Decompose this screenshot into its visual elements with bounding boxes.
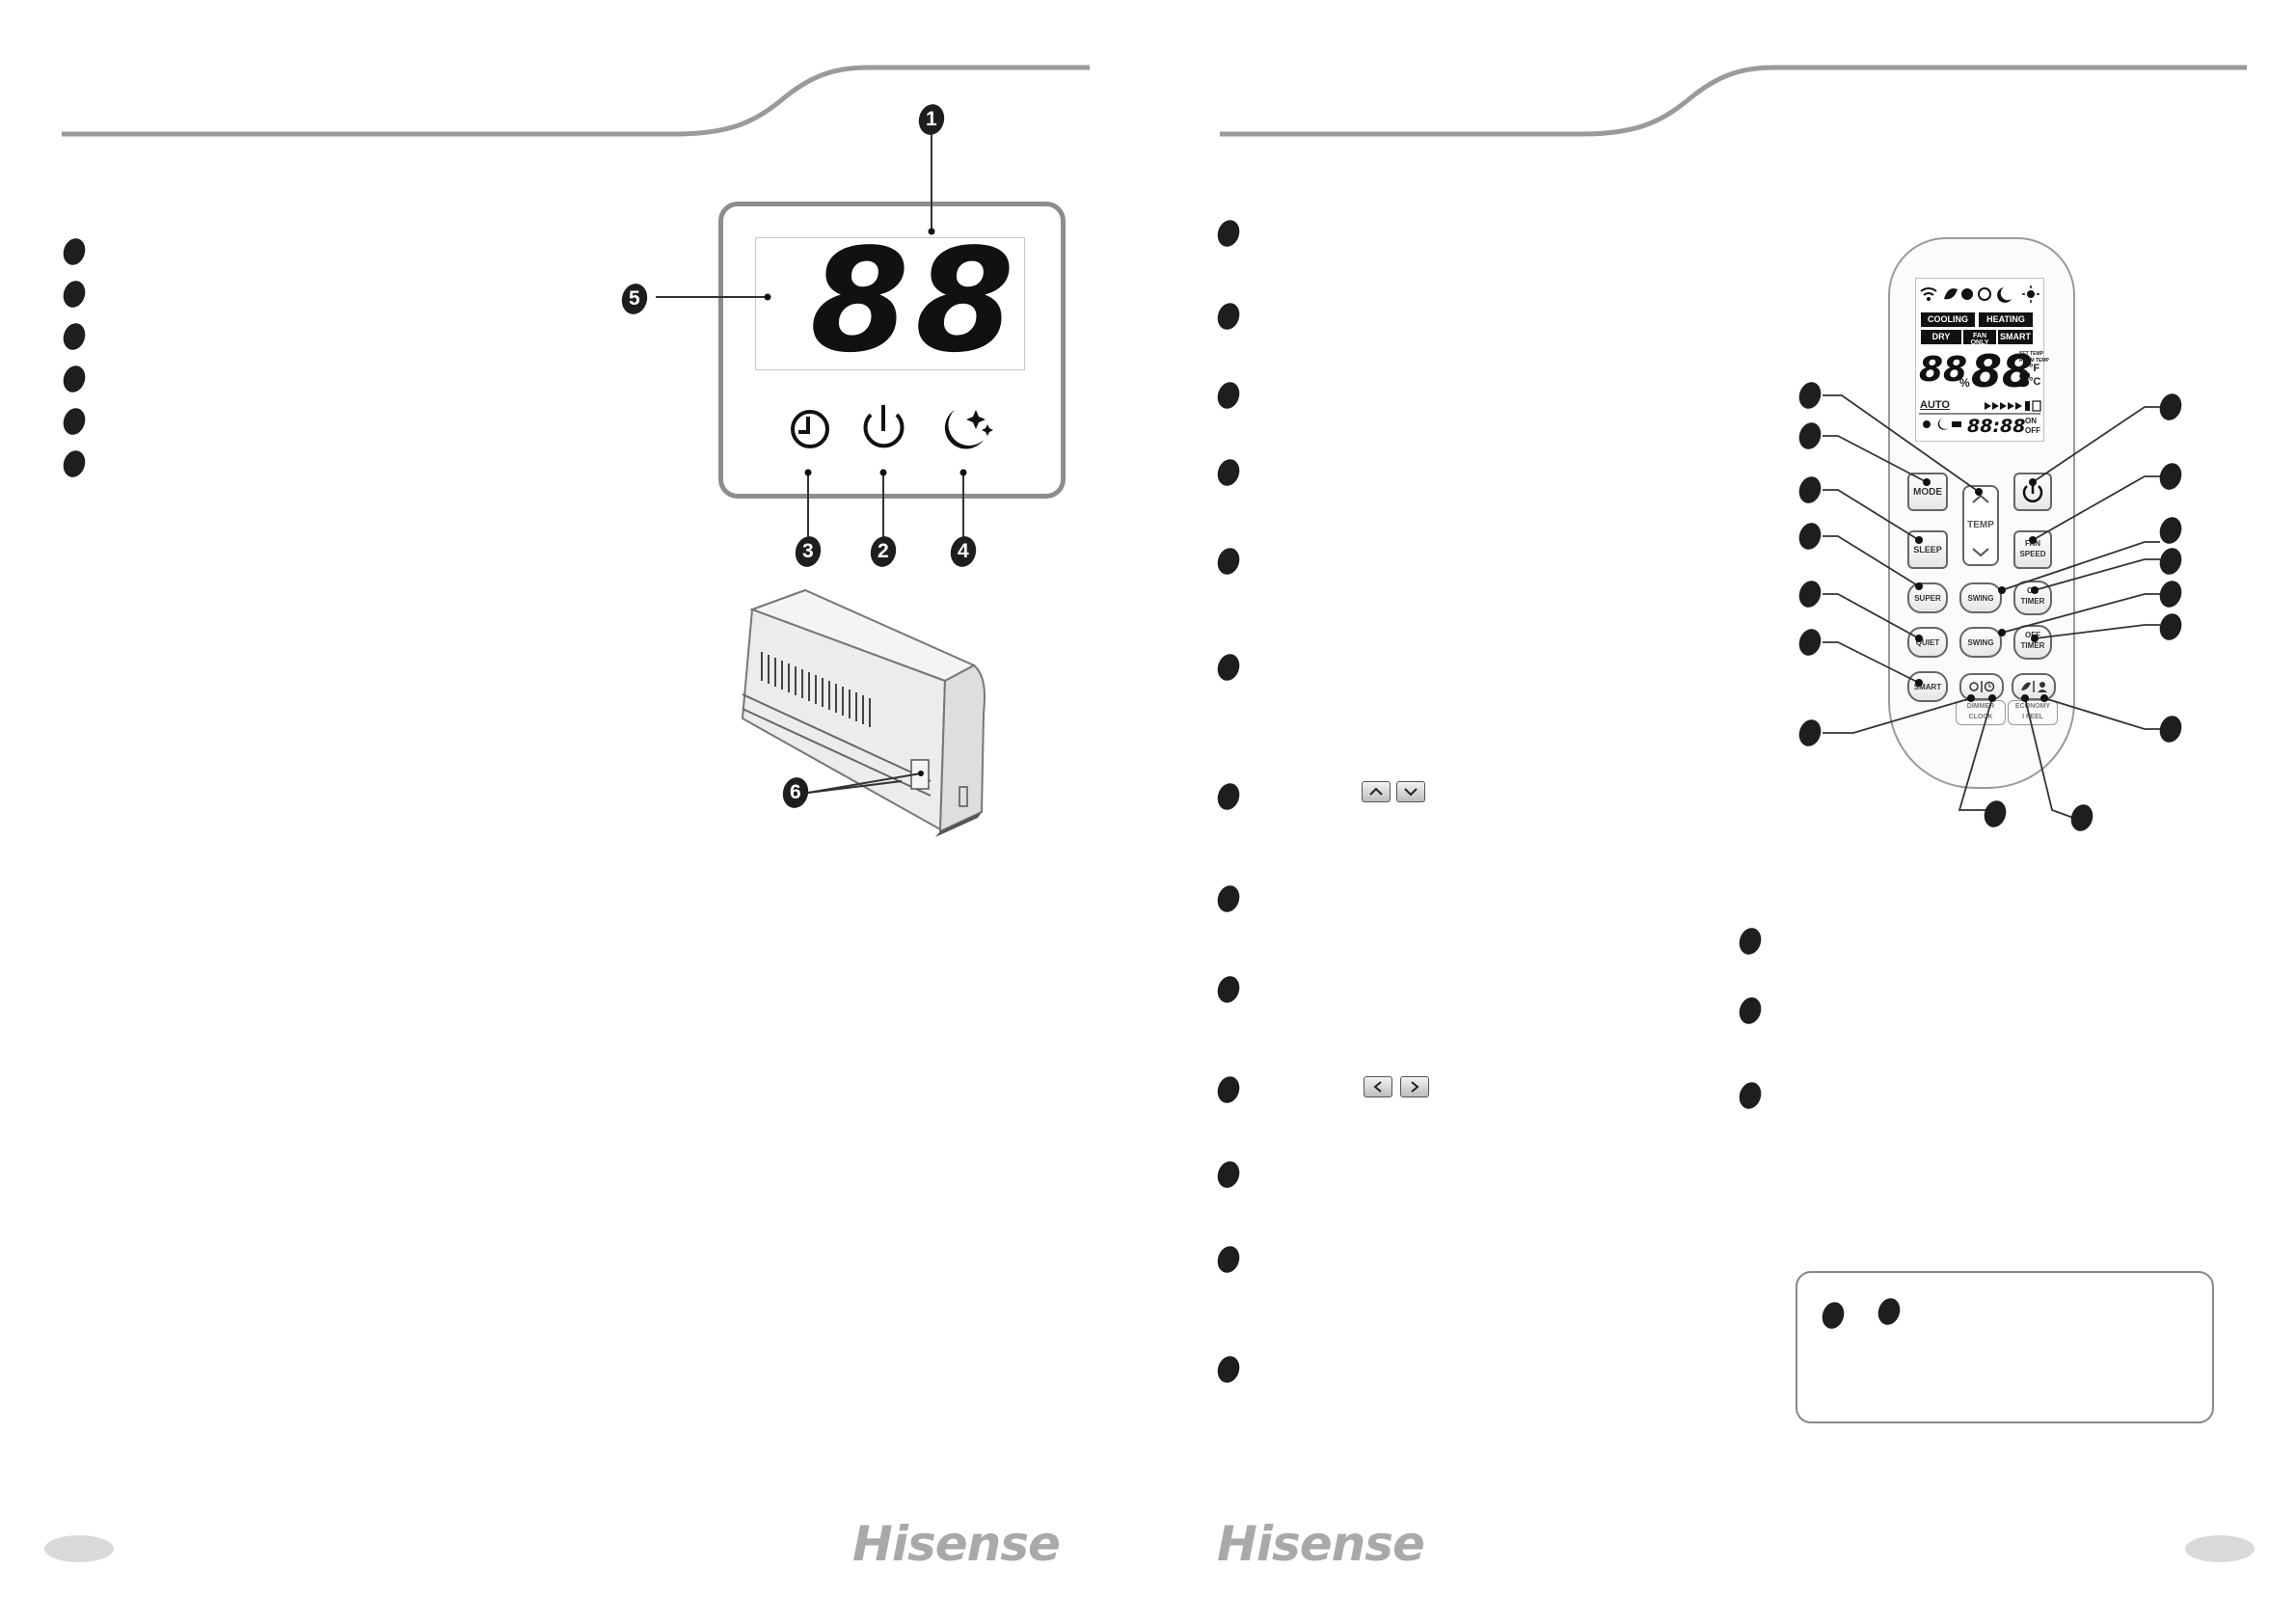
clock-caption: CLOCK (1968, 714, 1993, 720)
on-timer-label-2: TIMER (2020, 597, 2045, 606)
arrow-right-key-icon (1400, 1076, 1429, 1097)
temp-button-label: TEMP (1967, 520, 1994, 530)
lcd-unit-f: °F (2029, 363, 2040, 374)
ifeel-caption: I FEEL (2022, 714, 2043, 720)
super-button-label: SUPER (1914, 593, 1941, 603)
temp-up-key-icon (1362, 781, 1391, 802)
sleep-moon-icon (944, 410, 993, 449)
smart-button-label: SMART (1913, 682, 1942, 691)
swing-v-label: SWING (1967, 593, 1994, 603)
display-digits: 88 (810, 218, 1020, 384)
economy-ifeel-icon (2021, 681, 2047, 692)
leaf-icon (1944, 288, 1958, 300)
lcd-auto-label: AUTO (1920, 399, 1950, 411)
lcd-fan-only-label: FAN ONLY (1970, 333, 1989, 346)
sleep-button-label: SLEEP (1913, 545, 1942, 555)
temp-up-down-icon (1972, 494, 1989, 557)
dimmer-clock-caption: DIMMER CLOCK (1956, 700, 2006, 725)
timer-icon (791, 410, 829, 448)
hisense-logo-right: Hisense (1217, 1516, 1425, 1572)
arrow-left-key-icon (1364, 1076, 1392, 1097)
off-timer-label-1: OFF (2025, 631, 2040, 639)
economy-ifeel-button[interactable] (2012, 673, 2056, 700)
fan-speed-label-2: SPEED (2019, 550, 2046, 558)
lcd-smart-label: SMART (2000, 332, 2031, 341)
lcd-clock-digits: 88:88 (1967, 416, 2026, 437)
hisense-logo-left: Hisense (852, 1516, 1061, 1572)
temp-rocker-button[interactable]: TEMP (1962, 485, 1999, 566)
note-box (1796, 1271, 2214, 1423)
display-panel (718, 202, 1066, 499)
lcd-temp-digits: 88 (1971, 345, 2034, 397)
lcd-humidity-unit: % (1959, 376, 1970, 390)
dimmer-caption: DIMMER (1966, 703, 1995, 710)
power-icon (863, 405, 905, 448)
sun-icon (2022, 285, 2039, 303)
lcd-on-label: ON (2025, 417, 2037, 425)
quiet-button[interactable]: QUIET (1907, 627, 1948, 658)
lcd-heating-label: HEATING (1986, 314, 2025, 324)
off-timer-label-2: TIMER (2020, 641, 2045, 650)
lcd-unit-c: °C (2029, 376, 2041, 388)
temp-down-key-icon (1396, 781, 1425, 802)
dimmer-clock-button[interactable] (1959, 673, 2004, 700)
fan-icon (1961, 288, 1973, 300)
lcd-dry-label: DRY (1931, 332, 1951, 341)
lcd-temp-decimal: 8 (2017, 368, 2031, 392)
heat-icon (1978, 287, 1991, 301)
lcd-room-temp-label: ROOM TEMP (2019, 358, 2049, 364)
mode-button-label: MODE (1913, 486, 1942, 498)
economy-caption: ECONOMY (2014, 703, 2051, 710)
off-timer-button[interactable]: OFF TIMER (2013, 625, 2052, 660)
super-button[interactable]: SUPER (1907, 582, 1948, 613)
page-number-oval-left (44, 1535, 114, 1562)
lcd-set-temp-label: SET TEMP (2019, 351, 2044, 357)
economy-ifeel-caption: ECONOMY I FEEL (2008, 700, 2058, 725)
page-number-oval-right (2185, 1535, 2255, 1562)
display-window (755, 237, 1025, 370)
lcd-cooling-label: COOLING (1928, 314, 1968, 324)
wifi-icon (1920, 287, 1937, 301)
remote-lcd (1915, 278, 2044, 442)
horizontal-swing-button[interactable]: SWING (1959, 627, 2002, 658)
dimmer-clock-icon (1969, 681, 1995, 692)
quiet-button-label: QUIET (1915, 637, 1940, 647)
vertical-swing-button[interactable]: SWING (1959, 582, 2002, 613)
swing-h-label: SWING (1967, 637, 1994, 647)
lcd-humidity-digits: 88 (1919, 350, 1968, 390)
lcd-off-label: OFF (2025, 426, 2040, 435)
moon-icon (1997, 287, 2012, 303)
smart-button[interactable]: SMART (1907, 671, 1948, 702)
